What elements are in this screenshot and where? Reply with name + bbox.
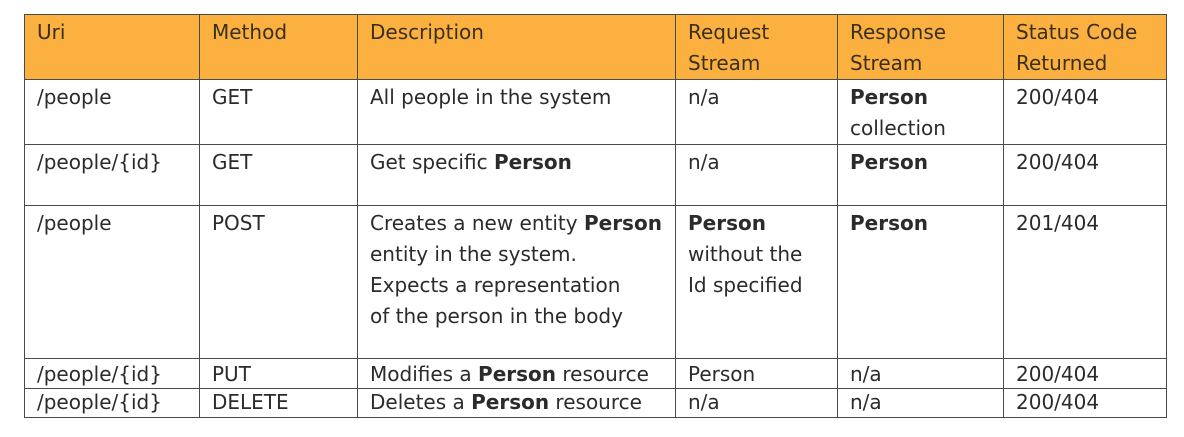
cell-description: Deletes a Person resource bbox=[357, 388, 676, 418]
description-bold-text: Person bbox=[478, 362, 557, 386]
description-bold-text: Person bbox=[493, 150, 572, 174]
cell-status-code: 200/404 bbox=[1003, 388, 1167, 418]
description-bold-text: Person bbox=[583, 211, 662, 235]
table-row: /people GET All people in the system n/a… bbox=[24, 79, 1167, 145]
description-text: resource bbox=[556, 362, 649, 386]
cell-request-stream: Person bbox=[675, 358, 838, 389]
description-text: resource bbox=[549, 390, 642, 414]
table-row: /people POST Creates a new entity Person… bbox=[24, 205, 1167, 359]
response-bold-text: Person bbox=[850, 150, 928, 174]
cell-description: Get specific Person bbox=[357, 144, 676, 206]
header-description-label: Description bbox=[370, 20, 484, 44]
header-method-label: Method bbox=[212, 20, 288, 44]
request-bold-text: Person bbox=[688, 211, 766, 235]
header-request-stream: Request Stream bbox=[675, 14, 838, 80]
cell-status-code: 200/404 bbox=[1003, 358, 1167, 389]
cell-request-stream: n/a bbox=[675, 144, 838, 206]
header-request-label-line1: Request bbox=[688, 20, 770, 44]
cell-request-stream: n/a bbox=[675, 388, 838, 418]
header-response-label-line1: Response bbox=[850, 20, 947, 44]
header-status-code: Status Code Returned bbox=[1003, 14, 1167, 80]
request-text: Id specified bbox=[688, 273, 803, 297]
cell-method: POST bbox=[199, 205, 358, 359]
cell-status-code: 200/404 bbox=[1003, 144, 1167, 206]
description-text: Modifies a bbox=[370, 362, 479, 386]
header-uri: Uri bbox=[24, 14, 200, 80]
cell-method: GET bbox=[199, 79, 358, 145]
cell-description: Modifies a Person resource bbox=[357, 358, 676, 389]
description-bold-text: Person bbox=[471, 390, 550, 414]
cell-uri: /people/{id} bbox=[24, 358, 200, 389]
table-row: /people/{id} DELETE Deletes a Person res… bbox=[24, 388, 1167, 418]
cell-description: Creates a new entity Person entity in th… bbox=[357, 205, 676, 359]
table-row: /people/{id} PUT Modifies a Person resou… bbox=[24, 358, 1167, 389]
header-response-stream: Response Stream bbox=[837, 14, 1004, 80]
header-status-label-line2: Returned bbox=[1016, 51, 1108, 75]
header-response-label-line2: Stream bbox=[850, 51, 923, 75]
cell-response-stream: Person bbox=[837, 144, 1004, 206]
header-status-label-line1: Status Code bbox=[1016, 20, 1138, 44]
cell-response-stream: Person collection bbox=[837, 79, 1004, 145]
description-line: entity in the system. bbox=[370, 242, 577, 266]
cell-description: All people in the system bbox=[357, 79, 676, 145]
api-endpoints-table: Uri Method Description Request Stream Re… bbox=[24, 14, 1167, 418]
cell-status-code: 200/404 bbox=[1003, 79, 1167, 145]
cell-status-code: 201/404 bbox=[1003, 205, 1167, 359]
cell-uri: /people bbox=[24, 79, 200, 145]
header-method: Method bbox=[199, 14, 358, 80]
description-line: Creates a new entity Person bbox=[370, 208, 665, 239]
header-request-label-line2: Stream bbox=[688, 51, 761, 75]
description-line: Expects a representation bbox=[370, 273, 621, 297]
cell-uri: /people/{id} bbox=[24, 144, 200, 206]
response-bold-text: Person bbox=[850, 85, 928, 109]
cell-uri: /people bbox=[24, 205, 200, 359]
cell-method: PUT bbox=[199, 358, 358, 389]
header-row: Uri Method Description Request Stream Re… bbox=[24, 14, 1167, 80]
table-header: Uri Method Description Request Stream Re… bbox=[24, 14, 1167, 80]
description-text: Deletes a bbox=[370, 390, 472, 414]
description-text: Get specific bbox=[370, 150, 494, 174]
cell-uri: /people/{id} bbox=[24, 388, 200, 418]
cell-method: DELETE bbox=[199, 388, 358, 418]
description-line: of the person in the body bbox=[370, 304, 623, 328]
response-bold-text: Person bbox=[850, 211, 928, 235]
cell-request-stream: n/a bbox=[675, 79, 838, 145]
cell-response-stream: n/a bbox=[837, 388, 1004, 418]
table-body: /people GET All people in the system n/a… bbox=[24, 79, 1167, 418]
request-text: without the bbox=[688, 242, 803, 266]
description-text: Creates a new entity bbox=[370, 211, 584, 235]
header-uri-label: Uri bbox=[37, 20, 66, 44]
cell-response-stream: Person bbox=[837, 205, 1004, 359]
table-row: /people/{id} GET Get specific Person n/a… bbox=[24, 144, 1167, 206]
response-text: collection bbox=[850, 116, 946, 140]
cell-method: GET bbox=[199, 144, 358, 206]
cell-response-stream: n/a bbox=[837, 358, 1004, 389]
header-description: Description bbox=[357, 14, 676, 80]
cell-request-stream: Person without the Id specified bbox=[675, 205, 838, 359]
